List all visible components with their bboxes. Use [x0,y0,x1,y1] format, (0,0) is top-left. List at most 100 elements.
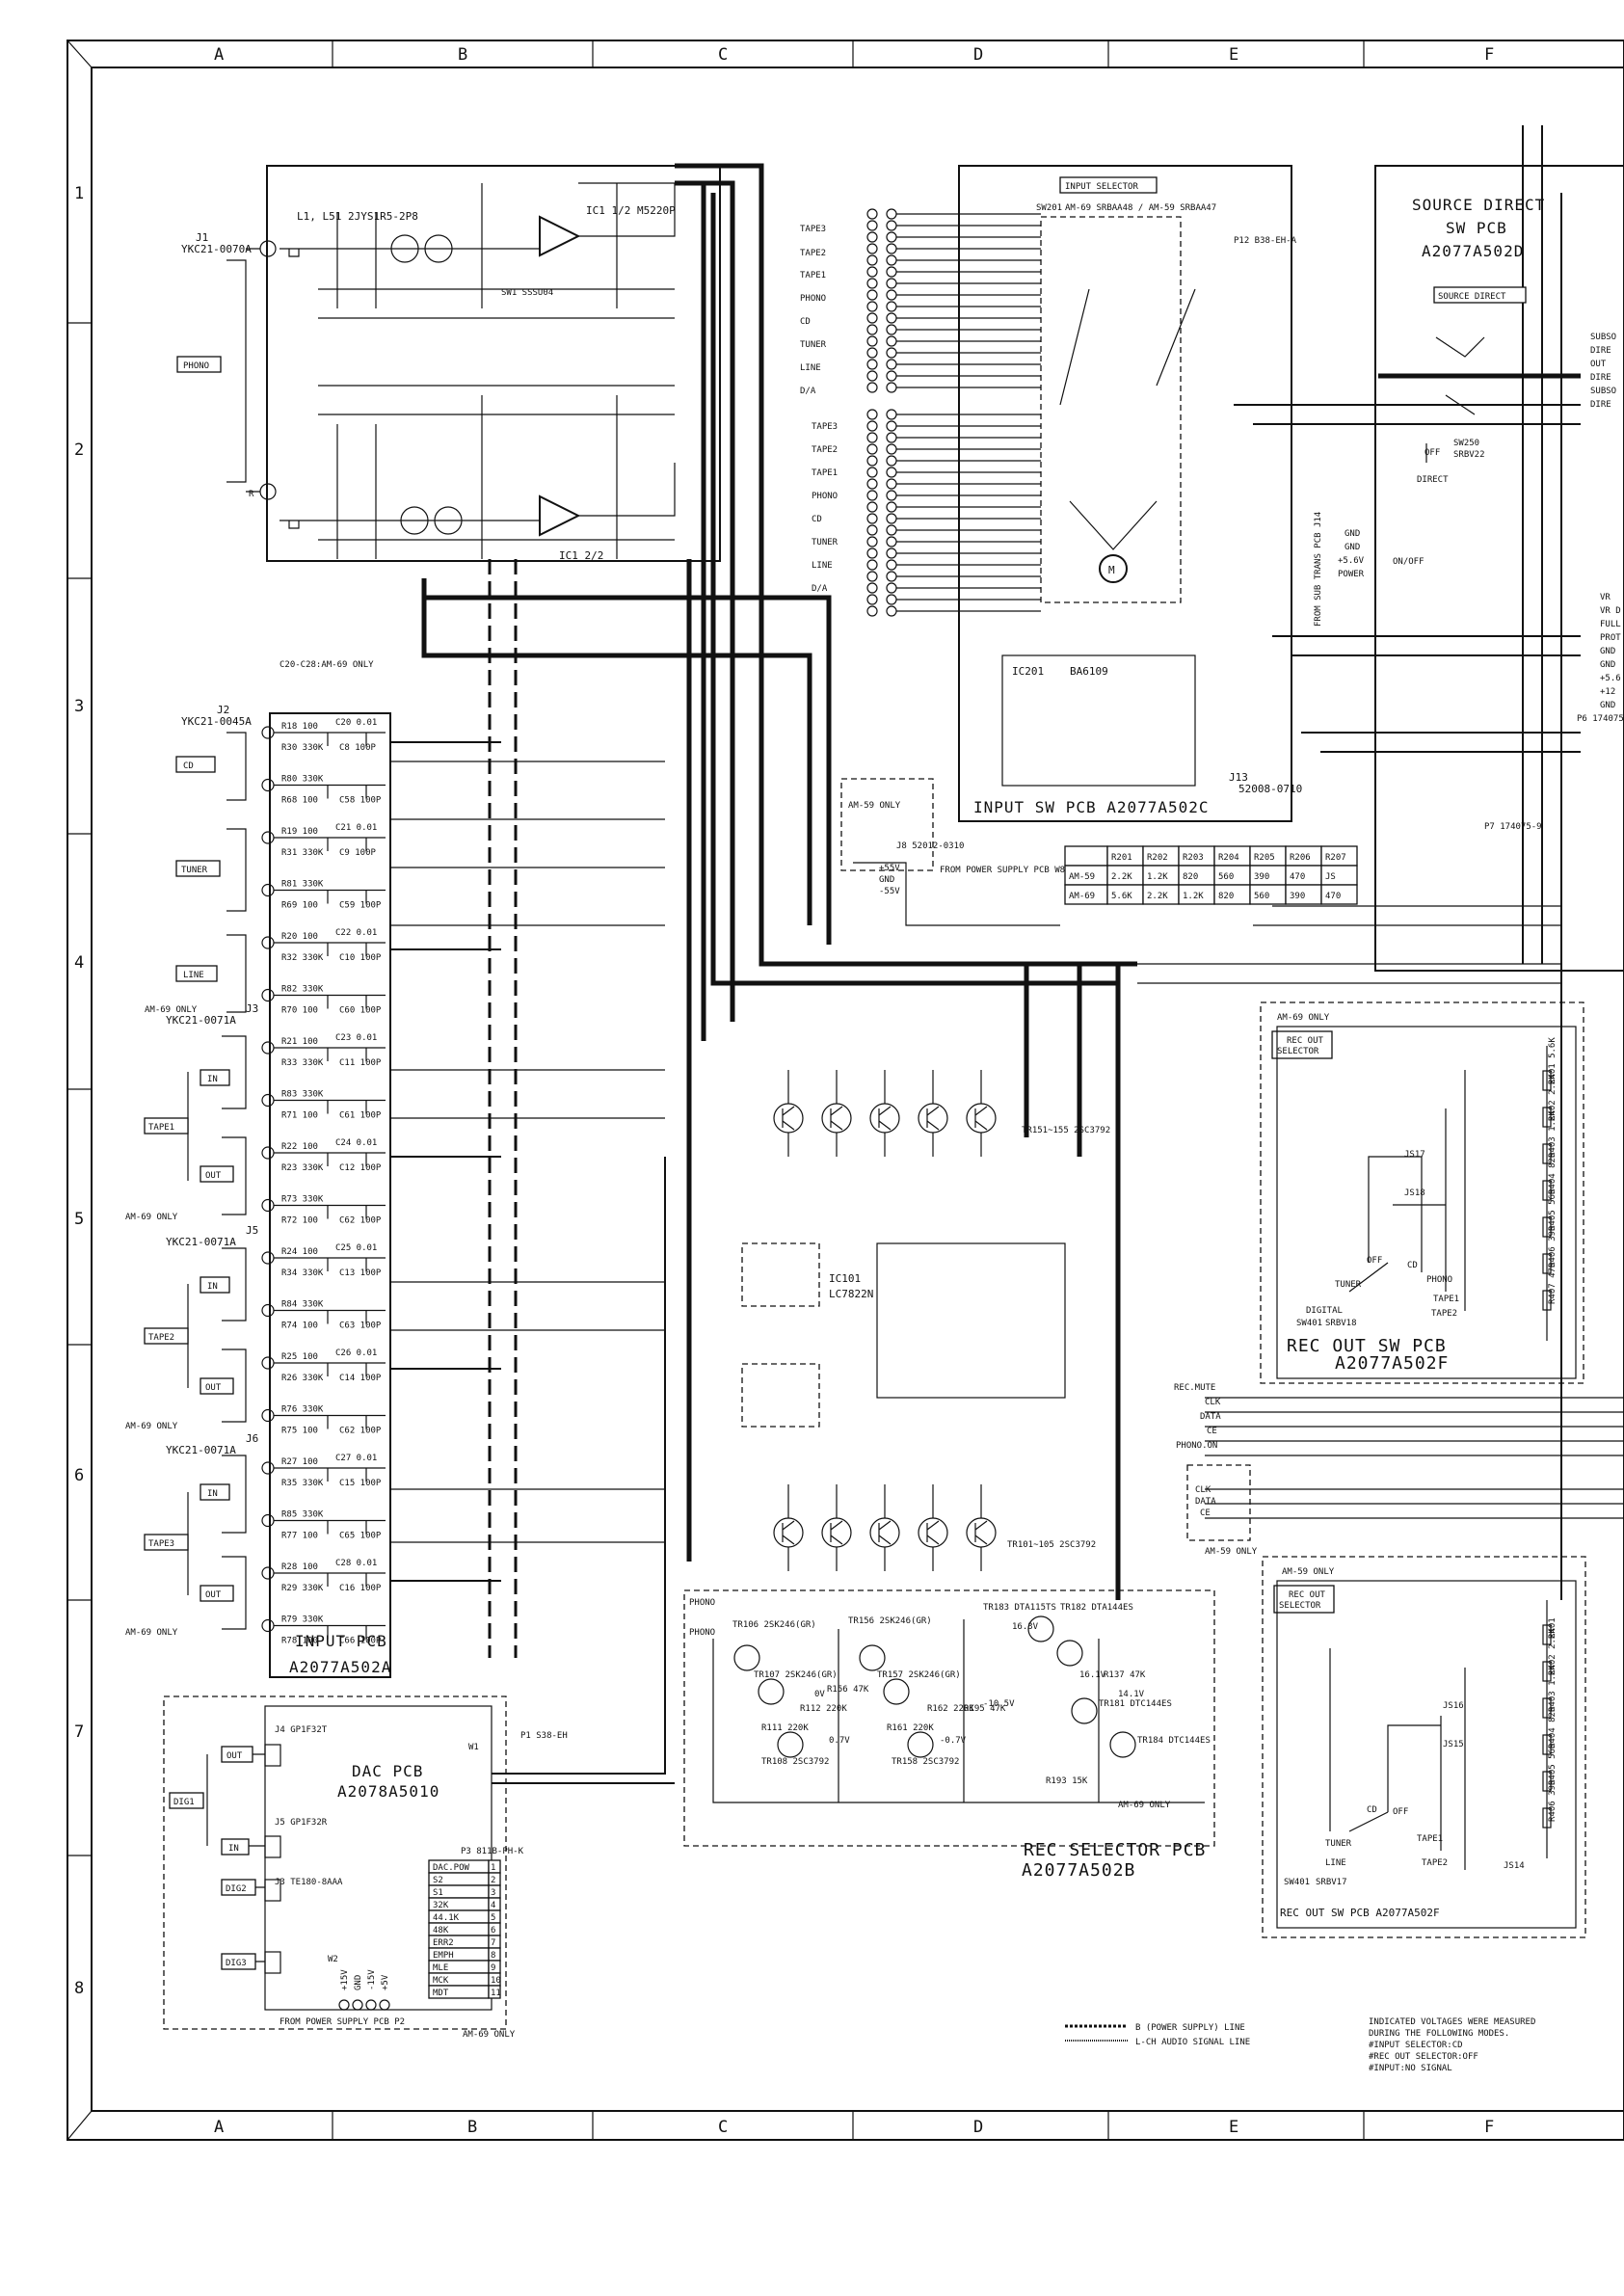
switch-terminal [886,571,897,582]
option-label: TAPE1 [1433,1295,1459,1304]
pin-label: GND [1600,701,1615,710]
ic-id: IC101 [829,1272,861,1285]
connector-label: W2 [328,1955,338,1964]
component-label: TR182 DTA144ES [1060,1603,1133,1613]
option-label: PHONO [1426,1275,1452,1285]
row-wire [274,1047,386,1061]
power-pin [379,1999,390,2011]
power-pin-label: +15V [340,1969,350,1990]
am69-note: AM-69 ONLY [145,1005,198,1015]
signal-label: CLK [1205,1398,1221,1407]
row-label: 5 [74,1210,84,1229]
selector-label: TAPE3 [800,225,826,234]
transistor-symbol [966,1103,997,1134]
pin-label: POWER [1338,570,1365,579]
resistor-label: R405 560 [1548,1189,1557,1231]
legend-item: L-CH AUDIO SIGNAL LINE [1135,2038,1250,2047]
transistor-body [782,1520,795,1545]
column-label: B [467,2118,477,2137]
source-direct-pins: SUBSO DIRE OUT DIRE SUBSO DIRE [1590,333,1616,410]
capacitor-label: C66 100P [339,1637,382,1646]
column-label: E [1229,2118,1238,2137]
switch-terminal [886,347,897,359]
switch-terminal [866,455,878,467]
table-cell-text: AM-59 [1069,872,1095,882]
table-cell-text: JS [1325,872,1336,882]
in-label: IN [207,1489,218,1499]
voltage-label: 14.1V [1118,1690,1145,1699]
transistor-symbol [918,1103,948,1134]
switch-id: SW401 [1296,1319,1322,1328]
resistor-label: R31 330K [281,848,324,858]
connector-part: YKC21-0070A [181,243,252,255]
signal-label: CLK [1195,1485,1211,1495]
transistor-body [830,1106,843,1131]
column-label: F [1484,45,1494,65]
switch-terminal [886,324,897,335]
switch-terminal [866,571,878,582]
column-label: F [1484,2118,1494,2137]
note-line: INDICATED VOLTAGES WERE MEASURED [1369,2017,1535,2027]
jack-label: TUNER [181,866,208,875]
connector-part: YKC21-0071A [166,1444,236,1456]
switch-id: SW401 [1284,1878,1310,1887]
signal-label: CE [1200,1508,1211,1518]
selector-label: CD [800,317,811,327]
pin-label: GND [1600,647,1615,656]
resistor-label: R30 330K [281,743,324,753]
row-wire [274,1099,386,1114]
resistor-label: R404 820 [1548,1153,1557,1194]
switch-terminal [886,359,897,370]
connector-label: W1 [468,1743,479,1752]
switch-terminal [866,467,878,478]
row-wire [274,732,386,746]
control-signal-labels: REC.MUTE CLK DATA CE PHONO.ON CLK DATA C… [1174,1383,1258,1557]
column-label: D [973,2118,983,2137]
out-label: OUT [205,1383,222,1393]
resistor-label: R32 330K [281,953,324,963]
direct-label: DIRECT [1417,475,1449,485]
connector-id: J1 [196,231,208,244]
pin-label: +5.6 [1600,674,1621,683]
connector-label: P3 811B-PH-K [461,1847,524,1856]
capacitor-label: C60 100P [339,1006,382,1016]
rca-terminal [261,1146,275,1160]
capacitor-label: C22 0.01 [335,928,377,938]
connector-id: J13 [1229,771,1248,784]
switch-terminal [866,231,878,243]
transistor-symbol [918,1517,948,1548]
capacitor-label: C24 0.01 [335,1138,377,1148]
selector-label: PHONO [812,492,838,501]
resistor-label: R403 1.2K [1548,1665,1557,1712]
voltage-label: 16.1V [1079,1670,1106,1680]
row-wire [274,1152,386,1166]
pin-label: PROT [1600,633,1621,643]
pin-label: +5.6V [1338,556,1365,566]
switch-terminal [866,347,878,359]
pin-label: S1 [433,1888,443,1898]
capacitor-label: C20 0.01 [335,718,377,728]
dig-label: DIG3 [226,1959,247,1968]
row-label: 4 [74,953,84,973]
component-label: R162 220K [927,1704,974,1714]
option-label: OFF [1393,1807,1408,1817]
row-wire [274,1362,386,1376]
table-cell-text: 2.2K [1147,892,1168,901]
pin-number: 7 [491,1938,495,1948]
component-label: TR108 2SC3792 [761,1757,829,1767]
resistor-label: R21 100 [281,1037,318,1047]
pin-label: GND [1600,660,1615,670]
am69-note: AM-69 ONLY [1118,1801,1171,1810]
switch-terminal [866,432,878,443]
resistor-label: R401 [1548,1617,1557,1639]
jack-label: CD [183,761,194,771]
table-cell-text: 2.2K [1111,872,1132,882]
resistor-label: R401 5.6K [1548,1037,1557,1084]
voltage-label: 0V [814,1690,825,1699]
capacitor-label: C63 100P [339,1322,382,1331]
am69-note: AM-69 ONLY [125,1422,178,1431]
row-wire [274,994,386,1009]
